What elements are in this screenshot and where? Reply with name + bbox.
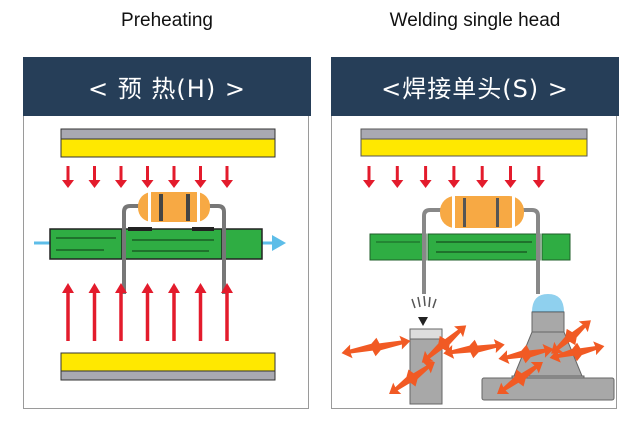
- down-arrow-icon: [221, 166, 233, 188]
- resistor-lead-right: [518, 208, 540, 294]
- down-arrow-icon: [62, 166, 74, 188]
- up-arrow-icon: [115, 283, 127, 341]
- flame-arrow-icon: [498, 343, 554, 365]
- caption-preheating: Preheating: [121, 10, 213, 31]
- flame-arrow-icon: [389, 361, 435, 395]
- down-arrow-icon: [168, 166, 180, 188]
- preheating-panel: < 预 热(H) >: [23, 57, 311, 409]
- up-arrow-icon: [62, 283, 74, 341]
- flame-arrow-icon: [421, 325, 467, 363]
- welding-illustration: [341, 128, 615, 405]
- pcb-board: [49, 227, 263, 260]
- down-arrow-icon: [419, 166, 432, 188]
- down-heat-arrows: [62, 166, 233, 188]
- flame-arrow-icon: [497, 361, 543, 395]
- up-arrow-icon: [141, 283, 154, 341]
- up-arrow-icon: [221, 283, 233, 341]
- down-arrow-icon: [363, 166, 375, 188]
- welding-panel-header: <焊接单头(S) >: [331, 57, 619, 116]
- resistor-component: [440, 196, 524, 228]
- down-arrow-icon: [115, 166, 127, 188]
- resistor-lead-left: [422, 208, 444, 294]
- caption-welding-single-head: Welding single head: [389, 10, 561, 31]
- flame-arrow-icon: [551, 320, 591, 354]
- preheating-illustration: [34, 128, 286, 381]
- up-heat-arrows: [62, 283, 233, 341]
- down-heat-arrows: [363, 166, 545, 188]
- down-arrow-icon: [447, 166, 460, 188]
- top-heater: [60, 128, 276, 158]
- spray-lines-icon: [411, 295, 437, 309]
- preheating-panel-header: < 预 热(H) >: [23, 57, 311, 116]
- up-arrow-icon: [168, 283, 180, 341]
- down-arrow-icon: [141, 166, 154, 188]
- small-welding-nozzle: [409, 295, 443, 405]
- down-arrow-icon: [532, 166, 545, 188]
- down-arrow-icon: [88, 166, 101, 188]
- bottom-heater: [60, 352, 276, 381]
- pcb-board: [369, 233, 571, 261]
- resistor-component: [138, 192, 210, 222]
- top-heater: [360, 128, 588, 157]
- welding-panel: <焊接单头(S) >: [331, 57, 619, 409]
- down-arrow-icon: [391, 166, 404, 188]
- resistor-lead-right: [200, 204, 226, 294]
- down-arrow-icon: [194, 166, 207, 188]
- flame-arrow-icon: [549, 341, 605, 363]
- up-arrow-icon: [194, 283, 207, 341]
- flame-arrow-icon: [341, 335, 411, 359]
- solder-wave-flames: [341, 320, 605, 395]
- flame-arrow-icon: [443, 339, 505, 359]
- resistor-lead-left: [122, 204, 148, 294]
- up-arrow-icon: [88, 283, 101, 341]
- down-arrow-icon: [504, 166, 517, 188]
- down-arrow-icon: [476, 166, 489, 188]
